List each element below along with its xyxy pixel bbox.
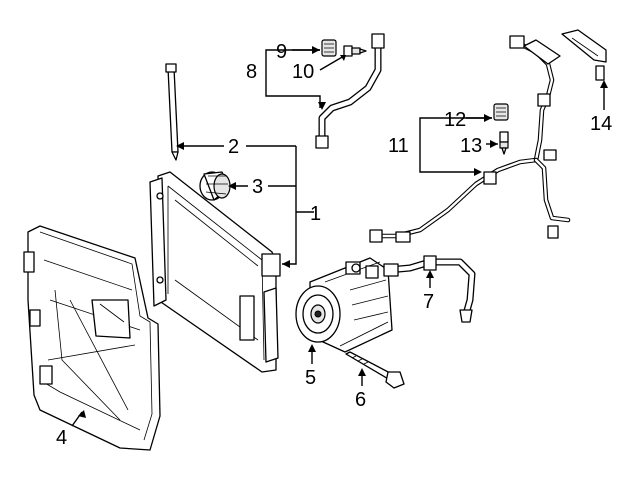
callout-1: 1 (310, 203, 321, 225)
callout-6: 6 (355, 389, 366, 411)
callout-13: 13 (460, 135, 482, 157)
callout-11: 11 (388, 135, 409, 157)
service-port-cap-12 (493, 103, 509, 121)
compressor-bolt (345, 351, 405, 389)
service-port-cap-9 (321, 39, 337, 57)
liquid-line (369, 35, 571, 243)
condenser (149, 171, 281, 373)
drier-cap (199, 171, 231, 201)
suction-hose (315, 33, 385, 149)
callout-8: 8 (246, 61, 257, 83)
callout-2: 2 (228, 136, 239, 158)
callout-3: 3 (252, 176, 263, 198)
radiator-support-shroud (23, 225, 161, 451)
valve-core-13 (499, 131, 509, 155)
callout-14: 14 (590, 113, 612, 135)
service-valve-10 (343, 45, 367, 57)
leader-lines (71, 46, 608, 427)
callout-7: 7 (423, 291, 434, 313)
callout-10: 10 (292, 61, 314, 83)
bracket-14 (561, 29, 607, 81)
receiver-drier-rod (165, 63, 179, 161)
ac-compressor (295, 257, 393, 353)
callout-9: 9 (276, 41, 287, 63)
callout-5: 5 (305, 367, 316, 389)
callout-12: 12 (444, 109, 466, 131)
callout-4: 4 (56, 427, 67, 449)
